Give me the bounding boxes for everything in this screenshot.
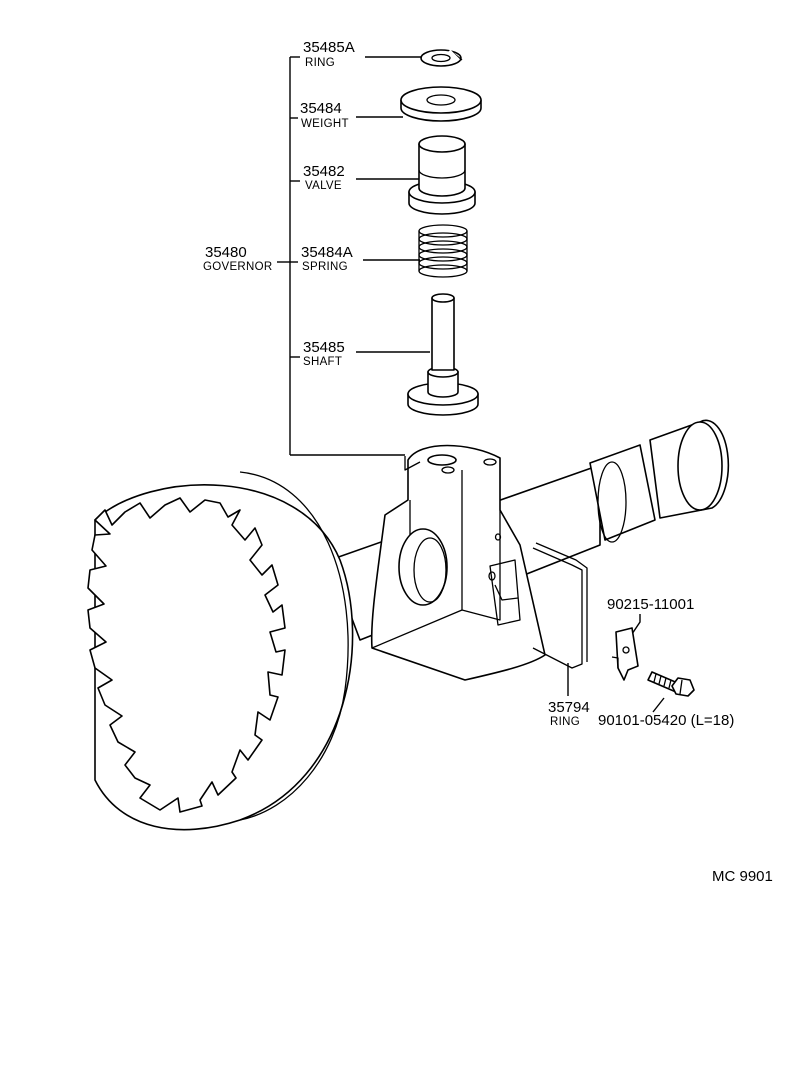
diagram-code: MC 9901	[712, 868, 773, 885]
label-governor-name: GOVERNOR	[203, 261, 273, 273]
label-spring-name: SPRING	[302, 261, 348, 273]
snap-ring-35794-part	[532, 542, 588, 669]
shaft-35485-part	[407, 293, 479, 416]
label-shaft-part: 35485	[303, 339, 345, 356]
label-ring-a-part: 35485A	[303, 39, 355, 56]
lock-plate-90215-11001-part	[611, 627, 639, 681]
label-ring-a-name: RING	[305, 57, 335, 69]
label-valve-part: 35482	[303, 163, 345, 180]
valve-35482-part	[408, 135, 476, 215]
spring-35484a-part	[418, 224, 468, 278]
label-ring-b-name: RING	[550, 716, 580, 728]
label-weight-part: 35484	[300, 100, 342, 117]
label-valve-name: VALVE	[305, 180, 342, 192]
bolt-90101-05420-part	[647, 671, 695, 697]
governor-body-part	[370, 444, 546, 681]
parking-gear-drum-part	[87, 471, 354, 831]
governor-bracket	[277, 56, 405, 456]
label-bolt-part: 90101-05420 (L=18)	[598, 712, 734, 729]
label-ring-b-part: 35794	[548, 699, 590, 716]
label-shaft-name: SHAFT	[303, 356, 342, 368]
label-spring-part: 35484A	[301, 244, 353, 261]
ring-35485a-part	[420, 49, 463, 67]
label-weight-name: WEIGHT	[301, 118, 349, 130]
label-plate-part: 90215-11001	[607, 596, 694, 613]
leader-bolt	[652, 697, 665, 713]
label-governor-part: 35480	[205, 244, 247, 261]
weight-35484-part	[400, 86, 482, 122]
